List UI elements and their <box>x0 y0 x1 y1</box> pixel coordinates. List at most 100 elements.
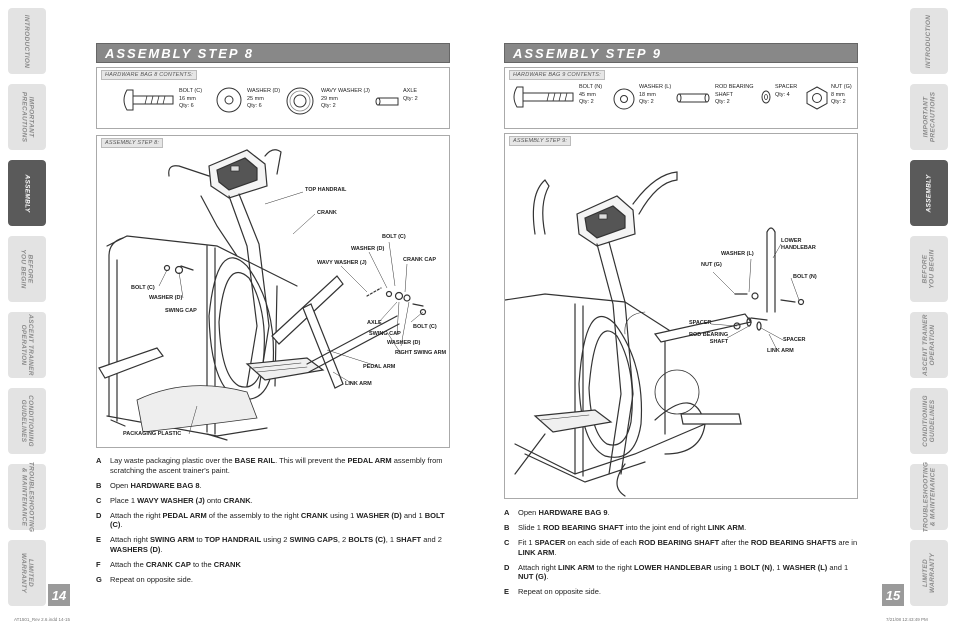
callout-crank-cap: CRANK CAP <box>403 257 436 263</box>
hw-name: WAVY WASHER (J) <box>321 88 370 94</box>
text-run: into the joint end of right <box>623 523 708 532</box>
bold-term: CRANK <box>300 510 329 520</box>
callout-rod-bearing-shaft: ROD BEARING SHAFT <box>689 332 729 345</box>
callout-swing-cap-1: SWING CAP <box>165 308 197 314</box>
tab-conditioning-guidelines[interactable]: CONDITIONING GUIDELINES <box>8 388 46 454</box>
hw-qty: Qty: 2 <box>321 103 336 109</box>
text-run: are in <box>836 538 858 547</box>
bold-term: LINK ARM <box>707 523 745 532</box>
text-run: Attach the right <box>110 510 163 520</box>
tab-assembly[interactable]: ASSEMBLY <box>8 160 46 226</box>
text-run: . <box>120 520 123 529</box>
tab-important-precautions[interactable]: IMPORTANT PRECAUTIONS <box>8 84 46 150</box>
text-run: Slide 1 <box>518 523 544 532</box>
bold-term: BOLT (N) <box>739 562 773 572</box>
text-run: Fit 1 <box>518 538 535 547</box>
hw-name: WASHER (D) <box>247 88 281 94</box>
callout-spacer-2: SPACER <box>783 337 806 343</box>
instruction-text: Lay waste packaging plastic over the BAS… <box>110 456 443 475</box>
callout-washer-d-2: WASHER (D) <box>149 295 183 301</box>
hw-qty: Qty: 6 <box>179 103 194 109</box>
bold-term: PEDAL ARM <box>347 456 392 465</box>
text-run: . <box>546 572 549 581</box>
text-run: and 2 <box>421 535 442 544</box>
instruction-text: Attach right SWING ARM to TOP HANDRAIL u… <box>110 535 442 554</box>
instruction-letter: E <box>96 535 102 544</box>
footer-file-info: AT1501_Rev 2.6.indd 14-15 <box>14 617 70 622</box>
tab-limited-warranty[interactable]: LIMITED WARRANTY <box>8 540 46 606</box>
callout-top-handrail: TOP HANDRAIL <box>305 187 347 193</box>
tab-ascent-trainer-operation-right[interactable]: ASCENT TRAINER OPERATION <box>910 312 948 378</box>
instruction-letter: B <box>504 523 510 532</box>
tab-troubleshooting-right[interactable]: TROUBLESHOOTING & MAINTENANCE <box>910 462 948 532</box>
text-run: , 1 <box>385 535 397 544</box>
axle-icon <box>375 97 399 106</box>
instruction-text: Open HARDWARE BAG 9. <box>518 508 610 517</box>
bold-term: ROD BEARING SHAFTS <box>750 538 837 547</box>
hardware-bag-9-label: HARDWARE BAG 9 CONTENTS: <box>509 70 605 80</box>
hw-qty: Qty: 2 <box>715 99 730 105</box>
instruction-letter: D <box>504 562 510 572</box>
bold-term: BOLTS (C) <box>348 535 386 544</box>
bold-term: WAVY WASHER (J) <box>137 495 205 505</box>
text-run: Repeat on opposite side. <box>518 587 601 596</box>
hw-size: 16 mm <box>179 95 196 102</box>
hw-name: ROD BEARING <box>715 84 754 90</box>
tab-limited-warranty-right[interactable]: LIMITED WARRANTY <box>910 540 948 606</box>
text-run: Attach right <box>518 562 559 572</box>
hw-size: 45 mm <box>579 91 596 98</box>
tab-troubleshooting[interactable]: TROUBLESHOOTING & MAINTENANCE <box>8 462 46 532</box>
tab-conditioning-guidelines-right[interactable]: CONDITIONING GUIDELINES <box>910 388 948 454</box>
bold-term: PEDAL ARM <box>162 510 207 520</box>
tab-before-you-begin[interactable]: BEFORE YOU BEGIN <box>8 236 46 302</box>
callout-wavy-washer: WAVY WASHER (J) <box>317 260 367 266</box>
bold-term: TOP HANDRAIL <box>204 535 262 544</box>
rod-bearing-shaft-icon <box>676 93 710 103</box>
hw-name: NUT (G) <box>831 84 852 90</box>
tab-introduction[interactable]: INTRODUCTION <box>8 8 46 74</box>
instruction-text: Fit 1 SPACER on each side of each ROD BE… <box>518 538 857 557</box>
hw-size: 18 mm <box>639 91 656 98</box>
text-run: assembly from scratching the ascent trai… <box>110 456 443 475</box>
callout-bolt-c-3: BOLT (C) <box>413 324 437 330</box>
bold-term: ROD BEARING SHAFT <box>543 523 624 532</box>
instruction-item: B Slide 1 ROD BEARING SHAFT into the join… <box>504 523 860 533</box>
bold-term: SHAFT <box>396 535 422 544</box>
text-run: Repeat on opposite side. <box>110 574 193 584</box>
text-run: Open <box>110 480 131 490</box>
text-run: onto <box>204 495 224 505</box>
callout-link-arm-9: LINK ARM <box>767 348 794 354</box>
washer-icon <box>613 88 635 110</box>
bold-term: ROD BEARING SHAFT <box>638 538 720 547</box>
tab-important-precautions-right[interactable]: IMPORTANT PRECAUTIONS <box>910 84 948 150</box>
text-run: , 2 <box>337 535 349 544</box>
bold-term: LINK ARM <box>558 562 595 572</box>
step-8-instructions: A Lay waste packaging plastic over the BA… <box>96 456 452 590</box>
diagram-8-label: ASSEMBLY STEP 8: <box>101 138 164 148</box>
tab-assembly-right[interactable]: ASSEMBLY <box>910 160 948 226</box>
callout-bolt-c-2: BOLT (C) <box>131 285 155 291</box>
callout-crank: CRANK <box>317 210 337 216</box>
text-run: . <box>554 547 557 557</box>
bold-term: CRANK <box>213 559 241 569</box>
text-run: of the assembly to the right <box>206 510 301 520</box>
text-run: using 1 <box>711 562 740 572</box>
instruction-letter: A <box>96 456 102 465</box>
tab-introduction-right[interactable]: INTRODUCTION <box>910 8 948 74</box>
wavy-washer-icon <box>286 87 314 115</box>
text-run: on each side of each <box>565 538 639 547</box>
callout-lower-handlebar: LOWER HANDLEBAR <box>781 238 816 251</box>
hw-qty: Qty: 2 <box>403 95 418 102</box>
tab-before-you-begin-right[interactable]: BEFORE YOU BEGIN <box>910 236 948 302</box>
tab-ascent-trainer-operation[interactable]: ASCENT TRAINER OPERATION <box>8 312 46 378</box>
hw-name: BOLT (C) <box>179 88 203 94</box>
